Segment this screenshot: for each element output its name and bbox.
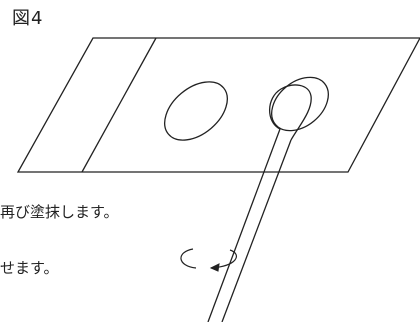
- caption-line-2: せます。: [0, 259, 59, 277]
- figure-label: 図4: [12, 8, 44, 29]
- rotation-arrow-icon: [180, 248, 237, 272]
- caption-line-1: 再び塗抹します。: [0, 203, 119, 221]
- glass-slide: [16, 37, 420, 173]
- swab-stick-right-edge: [221, 139, 292, 322]
- slide-frosted-edge: [81, 37, 157, 173]
- first-smear-oval: [164, 81, 228, 141]
- swab-stick-left-edge: [207, 128, 281, 322]
- second-smear-oval: [271, 76, 329, 132]
- swab-head: [268, 84, 312, 141]
